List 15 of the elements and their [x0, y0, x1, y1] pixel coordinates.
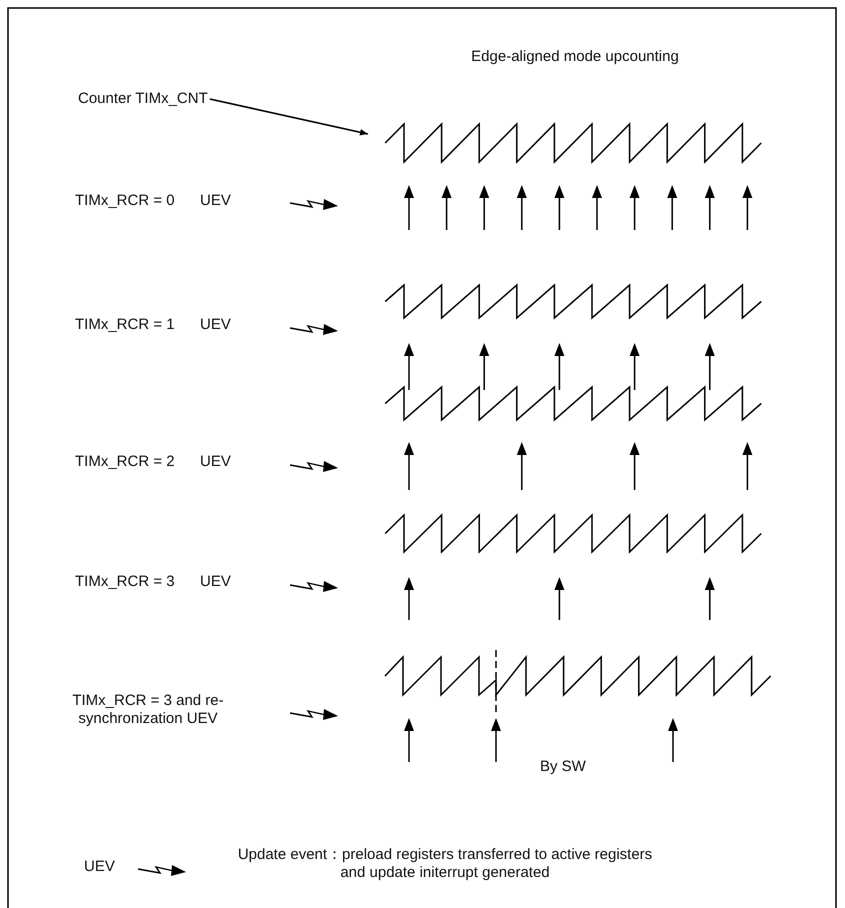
text-label: UEV: [200, 192, 231, 210]
text-label: Edge-aligned mode upcounting: [470, 48, 680, 66]
text-label: TIMx_RCR = 0: [75, 192, 175, 210]
text-label: UEV: [84, 858, 115, 876]
text-label: TIMx_RCR = 3: [75, 573, 175, 591]
text-label: Counter TIMx_CNT: [78, 90, 208, 108]
text-label: By SW: [540, 758, 586, 776]
text-label: TIMx_RCR = 3 and re-synchronization UEV: [71, 692, 225, 728]
text-label: TIMx_RCR = 2: [75, 453, 175, 471]
text-label: TIMx_RCR = 1: [75, 316, 175, 334]
text-label: UEV: [200, 316, 231, 334]
legend-text: Update event：preload registers transferred to active registers and update initerrupt generated: [236, 846, 654, 882]
arrow: [210, 98, 368, 136]
text-label: UEV: [200, 573, 231, 591]
text-label: UEV: [200, 453, 231, 471]
